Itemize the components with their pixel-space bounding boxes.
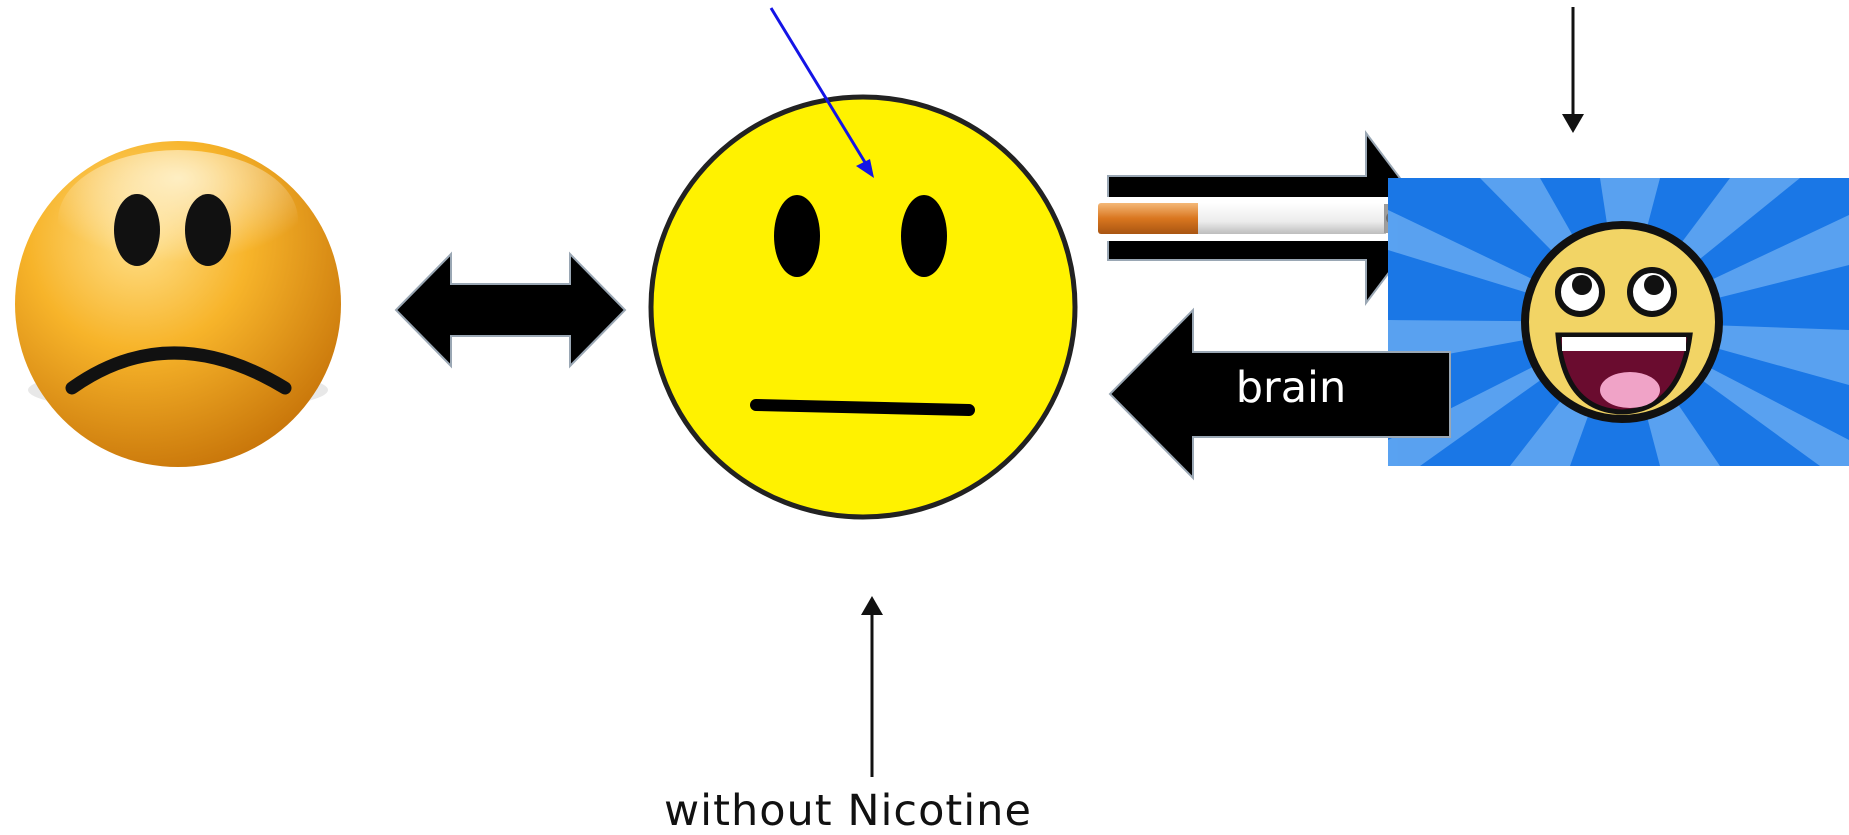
sad-face-icon — [15, 141, 341, 467]
double-arrow-icon — [396, 254, 625, 366]
down-arrow-icon — [1562, 7, 1584, 133]
caption-label: without Nicotine — [664, 786, 1032, 835]
happy-face-icon — [1388, 178, 1849, 466]
brain-label: brain — [1236, 363, 1347, 413]
up-arrow-icon — [861, 596, 883, 777]
